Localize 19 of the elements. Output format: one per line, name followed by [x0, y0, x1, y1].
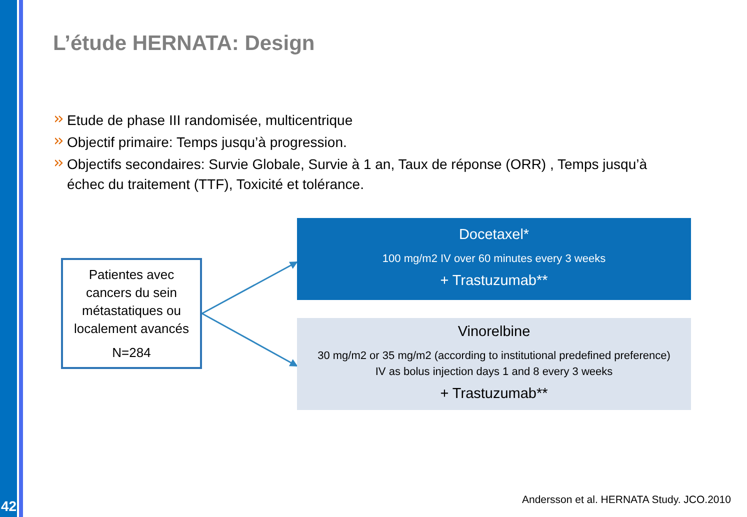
slide-title: L’étude HERNATA: Design	[53, 31, 315, 57]
bullet-text: Objectifs secondaires: Survie Globale, Survie à 1 an, Taux de réponse (ORR) , Temps jusqu’à échec du traitement (TTF), Toxicité et tolérance.	[67, 155, 648, 194]
arrow	[202, 261, 298, 314]
treatment-arm-box	[297, 218, 691, 300]
citation: Andersson et al. HERNATA Study. JCO.2010	[522, 493, 731, 508]
treatment-arm-box	[297, 318, 691, 410]
patient-description: Patientes avec cancers du sein métastatiques ou localement avancés	[73, 266, 190, 338]
patient-count: N=284	[112, 344, 151, 362]
drug-name: Vinorelbine	[458, 323, 530, 342]
page-number: 42	[1, 497, 17, 516]
dosing-text: 100 mg/m2 IV over 60 minutes every 3 weeks	[381, 252, 607, 267]
combination-text: + Trastuzumab**	[440, 272, 548, 291]
dosing-text: 30 mg/m2 or 35 mg/m2 (according to institutional predefined preference) IV as bolus injection days 1 and 8 every 3 weeks	[316, 349, 672, 380]
drug-name: Docetaxel*	[458, 226, 530, 246]
combination-text: + Trastuzumab**	[440, 385, 548, 404]
population-box	[61, 258, 202, 369]
bullet-text: Objectif primaire: Temps jusqu’à progression.	[67, 133, 348, 152]
arrow	[202, 312, 298, 367]
bullet-text: Etude de phase III randomisée, multicentrique	[67, 111, 354, 130]
